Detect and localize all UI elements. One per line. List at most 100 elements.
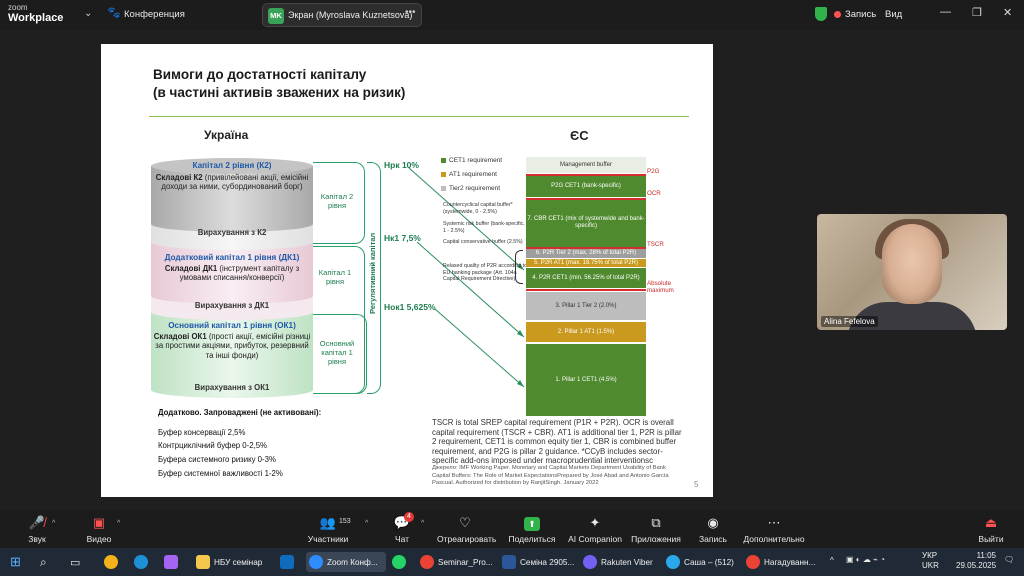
tray-icons[interactable]: ▣ ◐ ☁ ⌁ ◔ (846, 555, 885, 564)
audio-button[interactable]: 🎤̸ Звук (22, 512, 52, 544)
caret-up-icon: ^ (52, 520, 56, 527)
taskbar-app[interactable]: Rakuten Viber (583, 552, 663, 572)
zoom-logo: zoom Workplace (8, 3, 63, 24)
legend-at1: AT1 requirement (441, 171, 497, 178)
bracket-regulatory (367, 162, 381, 394)
caret-up-icon: ^ (117, 520, 121, 527)
k2-title: Капітал 2 рівня (К2) (192, 161, 272, 170)
clock[interactable]: 11:05 29.05.2025 (956, 551, 996, 571)
shield-icon[interactable] (815, 7, 827, 21)
close-icon[interactable]: ✕ (1003, 7, 1013, 19)
chevron-down-icon[interactable]: ⌄ (84, 8, 93, 19)
record-button[interactable]: ◉ Запись (696, 512, 730, 544)
start-button[interactable]: ⊞ (10, 552, 21, 572)
eu-box-p2r-at1: 5. P2R AT1 (max. 18.75% of total P2R) (526, 259, 646, 267)
record-label: Запись (699, 534, 727, 544)
restore-icon[interactable]: ❐ (972, 7, 982, 19)
view-button[interactable]: Вид (885, 9, 903, 20)
eu-box-p2r-t2: 6. P2R Tier 2 (max. 28% of total P2R) (526, 249, 646, 258)
slide-source: Джерело: IMF Working Paper. Monetary and… (432, 465, 669, 486)
video-button[interactable]: ▣ Видео (84, 512, 114, 544)
taskbar-app-label: Seminar_Pro... (438, 557, 493, 567)
outlook-icon (280, 555, 294, 569)
dk1-title: Додатковий капітал 1 рівня (ДК1) (164, 253, 300, 262)
paw-icon[interactable]: 🐾 (107, 7, 121, 19)
taskbar-app[interactable]: Нагадуванн... (746, 552, 822, 572)
taskbar-app-label: Семіна 2905... (520, 557, 575, 567)
share-button[interactable]: ⬆ Поделиться (505, 512, 559, 544)
participants-button[interactable]: 👥 153 Участники (305, 512, 351, 544)
taskbar-app-label: Саша – (512) (684, 557, 734, 567)
marker-line-p2g (526, 174, 646, 176)
task-view-icon: ▭ (70, 556, 81, 569)
meeting-name[interactable]: Конференция (124, 9, 185, 20)
participants-icon: 👥 (319, 515, 337, 530)
recording-label[interactable]: Запись (845, 9, 877, 20)
legend-tier2: Tier2 requirement (441, 185, 500, 192)
chat-badge: 4 (404, 512, 414, 522)
chrome-button[interactable] (104, 552, 122, 572)
ai-companion-label: AI Companion (568, 534, 622, 544)
tray-overflow-icon[interactable]: ^ (830, 556, 834, 565)
taskbar-app[interactable]: Seminar_Pro... (420, 552, 500, 572)
ok1-deduction: Вирахування з ОК1 (194, 383, 270, 392)
zoom-icon (309, 555, 323, 569)
k2-body-text: (привілейовані акції, емісійні доходи за… (161, 172, 309, 192)
language-indicator[interactable]: УКР UKR (922, 551, 939, 571)
meeting-toolbar: 🎤̸ Звук ^ ▣ Видео ^ 👥 153 Участники ^ 💬 … (0, 510, 1024, 548)
participant-video-tile[interactable]: Alina Fefelova (817, 214, 1007, 330)
whatsapp-button[interactable] (392, 552, 410, 572)
note-countercyclical: Countercyclical capital buffer* (systemw… (443, 202, 513, 215)
record-icon: ◉ (707, 515, 719, 530)
edge-button[interactable] (134, 552, 152, 572)
additional-item: Буфер консервації 2,5% (158, 428, 246, 437)
leave-button[interactable]: ⏏ Выйти (976, 512, 1006, 544)
minimize-icon[interactable]: — (940, 6, 951, 18)
k2-body: Складові К2 (привілейовані акції, емісій… (151, 173, 313, 192)
copilot-icon (164, 555, 178, 569)
participant-body (847, 302, 977, 330)
participant-name: Alina Fefelova (821, 316, 878, 327)
marker-ocr: OCR (647, 190, 661, 197)
more-icon[interactable]: ••• (405, 7, 416, 18)
legend-swatch (441, 185, 446, 191)
chat-label: Чат (394, 534, 410, 544)
copilot-button[interactable] (164, 552, 182, 572)
heading-eu: ЄС (570, 128, 589, 143)
ratio-nrk: Нрк 10% (384, 160, 419, 170)
chrome-icon (420, 555, 434, 569)
taskbar-app[interactable]: НБУ семінар (196, 552, 276, 572)
taskbar-app[interactable]: Zoom Конф... (306, 552, 386, 572)
marker-absolute: Absolute maximum (647, 280, 674, 294)
marker-line-tscr (526, 247, 646, 249)
p2r-brace (515, 250, 523, 284)
task-view-button[interactable]: ▭ (70, 552, 80, 572)
bracket-tier2-label: Капітал 2 рівня (320, 192, 354, 210)
shared-slide: Вимоги до достатності капіталу (в частин… (101, 44, 713, 497)
k2-body-bold: Складові К2 (155, 172, 203, 182)
outlook-button[interactable] (280, 552, 298, 572)
more-button[interactable]: ⋯ Дополнительно (742, 512, 806, 544)
marker-p2g: P2G (647, 168, 660, 175)
legend-label: CET1 requirement (449, 157, 503, 164)
apps-button[interactable]: ⧉ Приложения (630, 512, 682, 544)
heading-ukraine: Україна (204, 128, 249, 142)
ok1-body: Складові ОК1 (прості акції, емісійні різ… (151, 332, 313, 361)
search-button[interactable]: ⌕ (40, 552, 47, 572)
notification-icon[interactable]: 🗨 (1004, 555, 1015, 564)
apps-icon: ⧉ (651, 515, 661, 530)
taskbar-app[interactable]: Семіна 2905... (502, 552, 580, 572)
screen-share-indicator[interactable]: MK Экран (Myroslava Kuznetsova) ••• (262, 3, 422, 27)
ok1-title: Основний капітал 1 рівня (ОК1) (168, 321, 296, 330)
ok1-band: Основний капітал 1 рівня (ОК1) Складові … (151, 321, 313, 360)
ratio-nok1: Нок1 5,625% (384, 302, 436, 312)
additional-title: Додатково. Запроваджені (не активовані): (158, 408, 322, 417)
ai-companion-button[interactable]: ✦ AI Companion (566, 512, 624, 544)
note-systemic: Systemic risk buffer (bank-specific, 1 -… (443, 221, 525, 234)
react-button[interactable]: ♡ Отреагировать (437, 512, 496, 544)
viber-icon (583, 555, 597, 569)
chat-button[interactable]: 💬 4 Чат (390, 512, 414, 544)
eu-box-cbr: 7. CBR CET1 (mix of systemwide and bank-… (526, 199, 646, 247)
slide-title-line2: (в частині активів зважених на ризик) (153, 85, 406, 100)
taskbar-app[interactable]: Саша – (512) (666, 552, 742, 572)
